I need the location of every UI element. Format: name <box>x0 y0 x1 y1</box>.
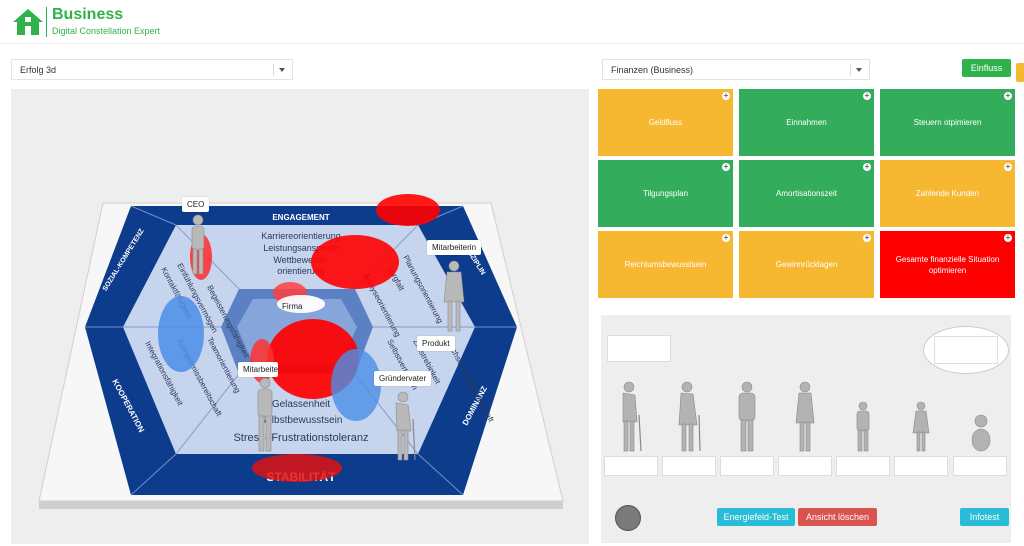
boy-figure[interactable] <box>856 401 870 452</box>
plus-circle-icon[interactable]: + <box>1004 91 1012 100</box>
tile-label: Einnahmen <box>786 118 827 127</box>
woman-figure[interactable] <box>795 381 815 452</box>
gruendervater-label[interactable]: Gründervater <box>374 371 432 386</box>
tile-reichtumsbewusstsein[interactable]: + Reichtumsbewusstsein <box>598 231 733 298</box>
plus-circle-icon[interactable]: + <box>722 233 730 242</box>
ceo-figure[interactable] <box>191 214 205 275</box>
logo-divider <box>46 7 47 37</box>
old-woman-figure[interactable] <box>678 381 701 452</box>
infotest-button[interactable]: Infotest <box>960 508 1009 526</box>
figure-name-slot[interactable] <box>953 456 1007 476</box>
select-separator <box>850 64 851 76</box>
girl-figure[interactable] <box>912 401 930 452</box>
mitarbeiterin-figure[interactable] <box>443 260 465 332</box>
mitarbeiter-label[interactable]: Mitarbeiter <box>238 362 278 377</box>
top-line-4: orientierung <box>277 266 325 276</box>
tile-geldfluss[interactable]: + Geldfluss <box>598 89 733 156</box>
energiefeld-test-button[interactable]: Energiefeld-Test <box>717 508 795 526</box>
plus-circle-icon[interactable]: + <box>863 162 871 171</box>
hexagon-board[interactable]: ENGAGEMENT STABILITÄT KOOPERATION SOZIAL… <box>11 89 589 544</box>
figure-name-slot[interactable] <box>662 456 716 476</box>
tile-label: Zahlende Kunden <box>915 189 980 198</box>
tile-tilgungsplan[interactable]: + Tilgungsplan <box>598 160 733 227</box>
oval-inner-box <box>934 336 998 364</box>
energy-blob[interactable] <box>158 296 204 372</box>
top-line-3: Wettbewerbs- <box>273 255 328 265</box>
mitarbeiter-figure[interactable] <box>257 377 273 452</box>
tile-gesamte-situation[interactable]: + Gesamte finanzielle Situation optimier… <box>880 231 1015 298</box>
plus-circle-icon[interactable]: + <box>1004 162 1012 171</box>
energy-blob[interactable] <box>252 454 342 482</box>
tile-einnahmen[interactable]: + Einnahmen <box>739 89 874 156</box>
chevron-down-icon <box>856 68 862 72</box>
plus-circle-icon[interactable]: + <box>722 162 730 171</box>
plus-circle-icon[interactable]: + <box>863 233 871 242</box>
constellation-select-value: Erfolg 3d <box>20 65 57 75</box>
figure-drop-box[interactable] <box>607 335 671 362</box>
plus-circle-icon[interactable]: + <box>1004 233 1012 242</box>
bottom-line-3: Stress-/Frustrationstoleranz <box>233 432 368 444</box>
figure-name-slot[interactable] <box>836 456 890 476</box>
constellation-select[interactable]: Erfolg 3d <box>11 59 293 80</box>
bottom-line-2: Selbstbewusstsein <box>260 415 343 426</box>
energy-blob[interactable] <box>311 235 399 289</box>
select-separator <box>273 64 274 76</box>
firma-label[interactable]: Firma <box>282 302 303 311</box>
tile-label: Steuern otpimieren <box>913 118 982 127</box>
old-man-figure[interactable] <box>622 381 642 452</box>
tile-label: Amortisationszeit <box>776 189 837 198</box>
bottom-line-1: Gelassenheit <box>272 399 331 410</box>
tile-label: Geldfluss <box>648 118 683 127</box>
section-engagement: ENGAGEMENT <box>272 213 329 222</box>
top-line-1: Karriereorientierung <box>261 231 341 241</box>
tile-label: Reichtumsbewusstsein <box>624 260 707 269</box>
plus-circle-icon[interactable]: + <box>722 91 730 100</box>
topic-select-value: Finanzen (Business) <box>611 65 694 75</box>
house-icon[interactable] <box>11 7 45 37</box>
mitarbeiterin-label[interactable]: Mitarbeiterin <box>427 240 482 255</box>
energy-circle-token[interactable] <box>615 505 641 531</box>
tile-gewinnruecklagen[interactable]: + Gewinnrücklagen <box>739 231 874 298</box>
side-drawer-tab[interactable] <box>1016 63 1024 82</box>
brand-title: Business <box>52 6 124 23</box>
tile-zahlende-kunden[interactable]: + Zahlende Kunden <box>880 160 1015 227</box>
plus-circle-icon[interactable]: + <box>863 91 871 100</box>
ceo-label[interactable]: CEO <box>182 197 210 212</box>
gruendervater-figure[interactable] <box>395 391 416 461</box>
tile-label: Tilgungsplan <box>642 189 689 198</box>
figure-set <box>622 381 991 452</box>
brand-subtitle: Digital Constellation Expert <box>52 26 161 36</box>
figure-name-slot[interactable] <box>720 456 774 476</box>
produkt-label[interactable]: Produkt <box>417 336 455 351</box>
energy-blob[interactable] <box>331 349 381 421</box>
einfluss-button[interactable]: Einfluss <box>962 59 1011 77</box>
figure-palette: Energiefeld-Test Ansicht löschen Infotes… <box>601 315 1011 543</box>
tile-steuern[interactable]: + Steuern otpimieren <box>880 89 1015 156</box>
man-figure[interactable] <box>738 381 756 452</box>
tile-label: Gesamte finanzielle Situation optimieren <box>895 254 1000 275</box>
oval-drop-zone[interactable] <box>923 326 1009 374</box>
tile-label: Gewinnrücklagen <box>775 260 838 269</box>
chevron-down-icon <box>279 68 285 72</box>
figure-name-slot[interactable] <box>894 456 948 476</box>
ansicht-loeschen-button[interactable]: Ansicht löschen <box>798 508 877 526</box>
top-line-2: Leistungsanspruch <box>263 243 339 253</box>
energy-blob[interactable] <box>376 194 440 226</box>
constellation-board[interactable]: ENGAGEMENT STABILITÄT KOOPERATION SOZIAL… <box>11 89 589 544</box>
firma-marker[interactable] <box>277 295 325 313</box>
app-header: Business Digital Constellation Expert <box>0 0 1024 44</box>
figure-name-slot[interactable] <box>604 456 658 476</box>
topic-tiles: + Geldfluss + Einnahmen + Steuern otpimi… <box>598 89 1016 299</box>
figure-name-slot[interactable] <box>778 456 832 476</box>
baby-figure[interactable] <box>971 414 991 452</box>
tile-amortisationszeit[interactable]: + Amortisationszeit <box>739 160 874 227</box>
topic-select[interactable]: Finanzen (Business) <box>602 59 870 80</box>
